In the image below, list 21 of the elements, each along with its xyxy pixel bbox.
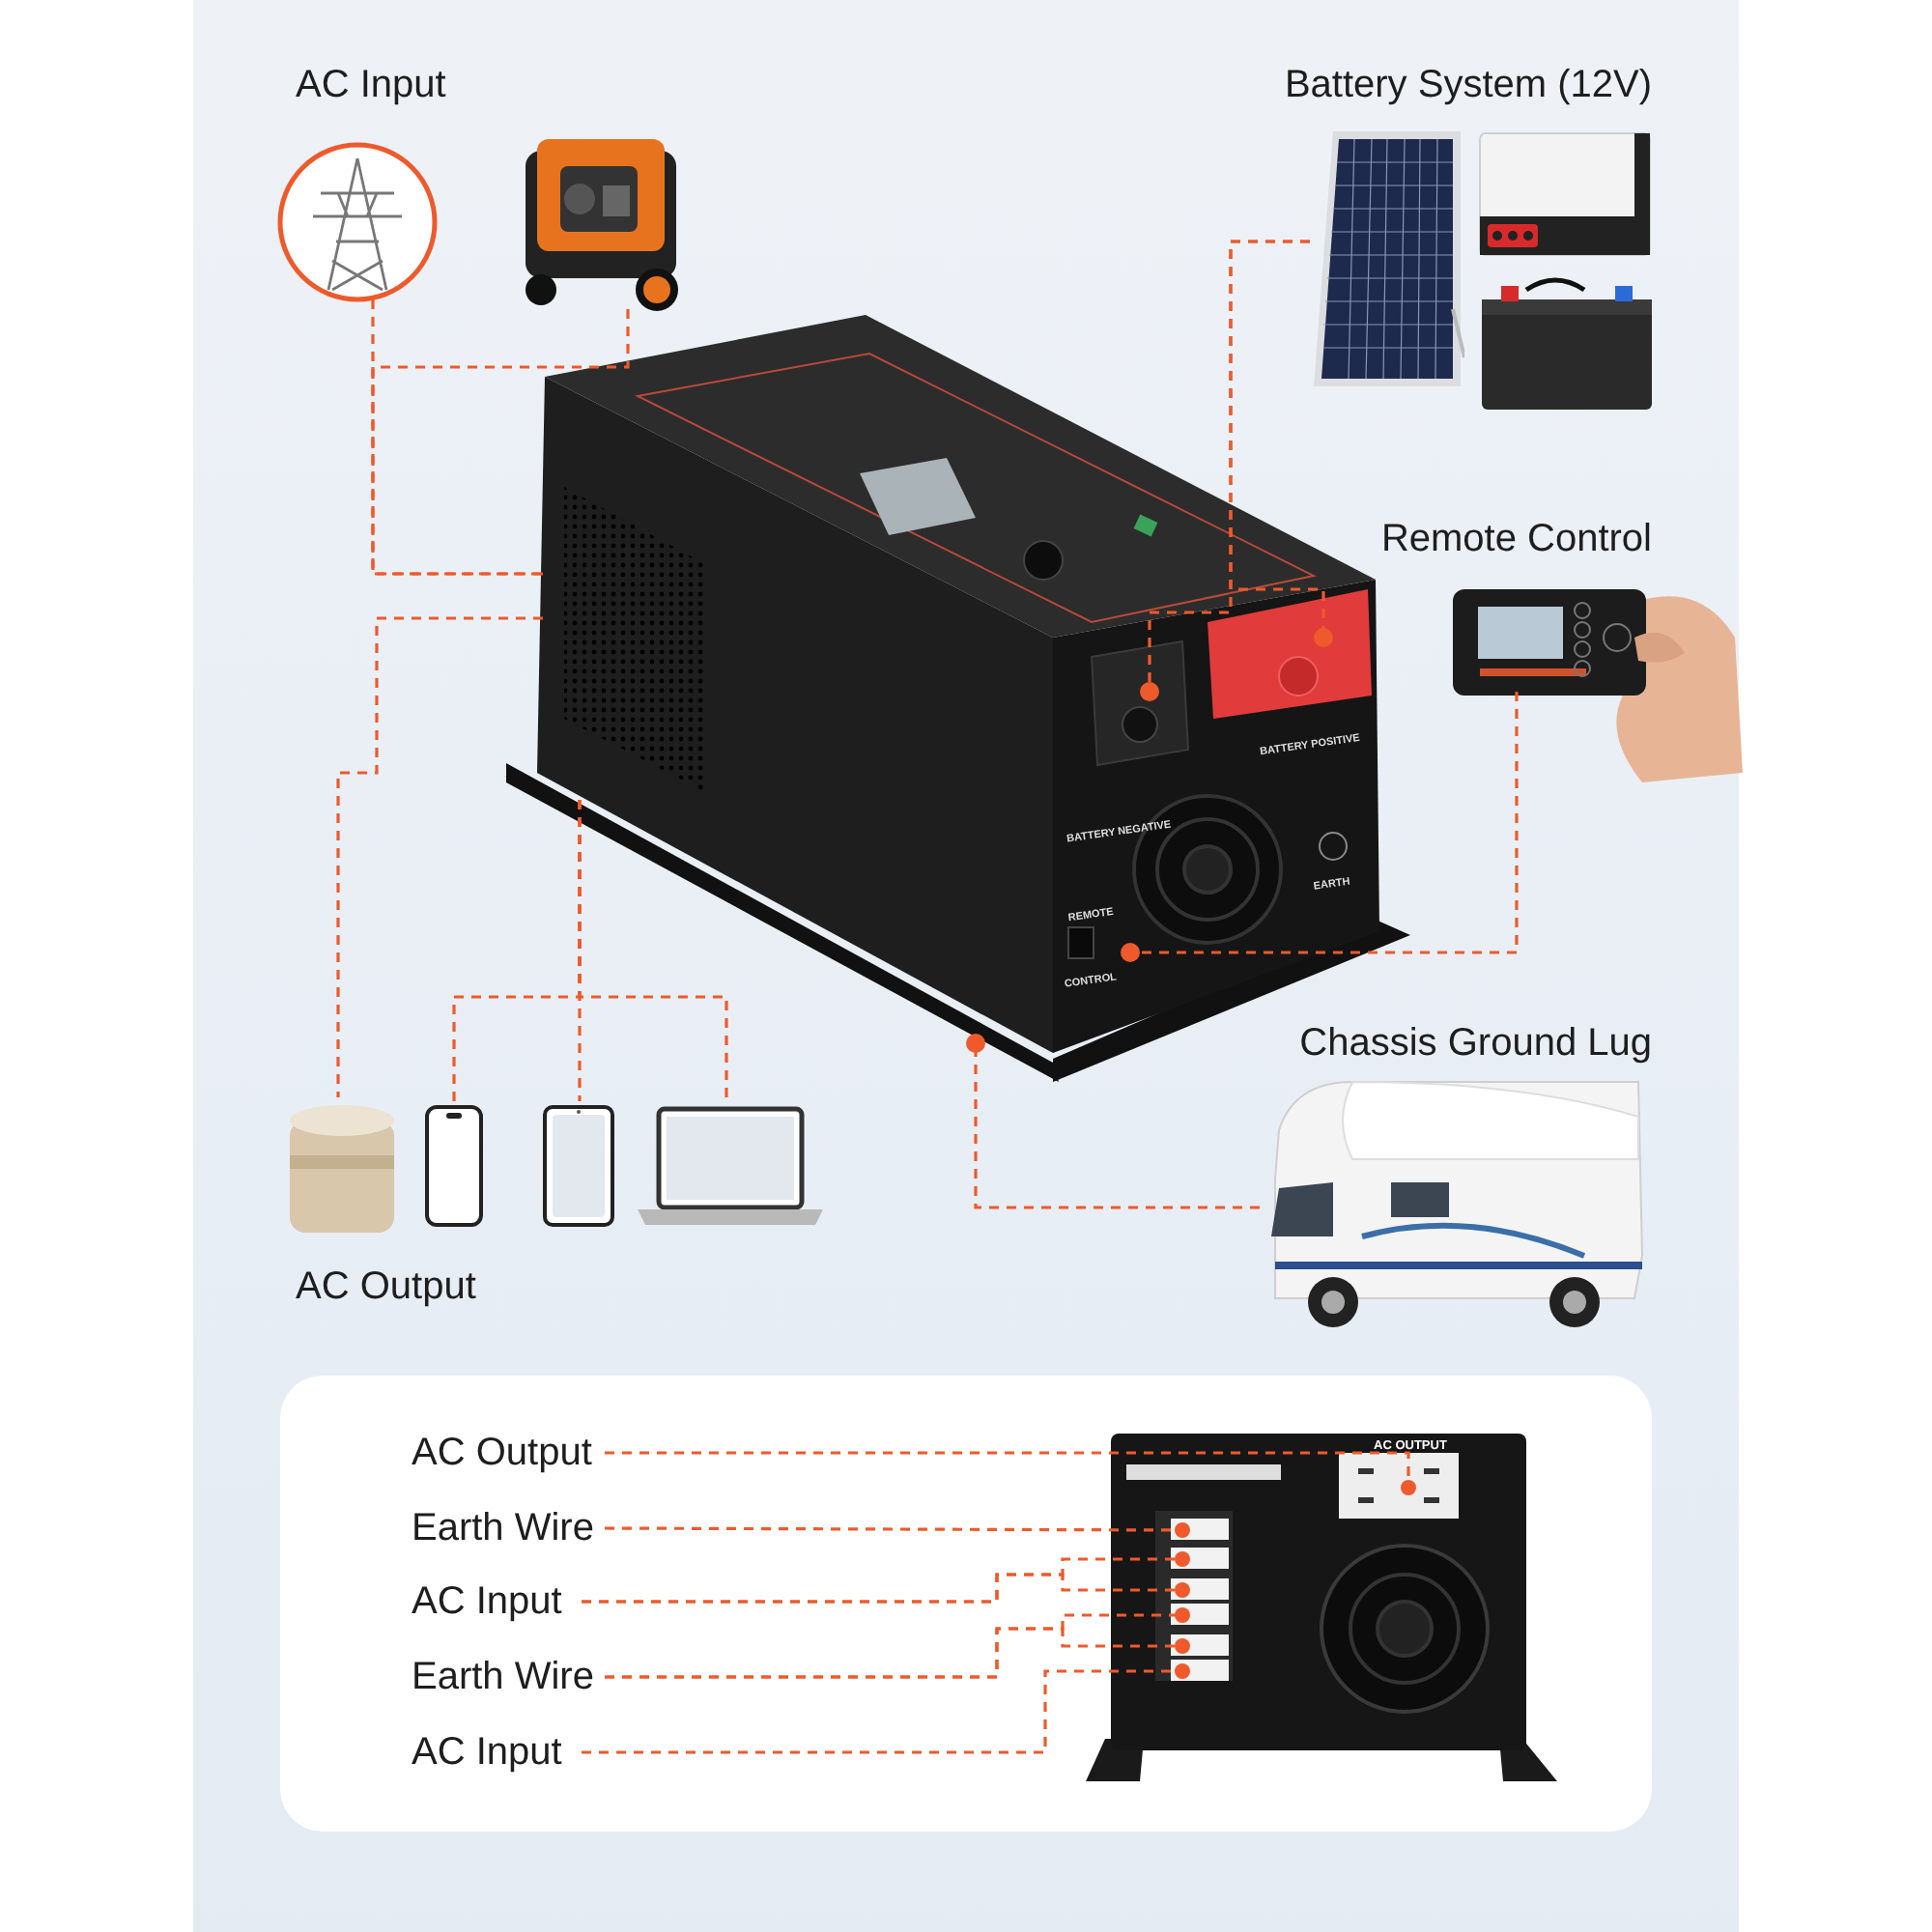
connection-line — [336, 616, 543, 1097]
solar-panel-drawing — [1310, 128, 1464, 390]
connection-line — [371, 309, 630, 576]
smartphone-icon — [421, 1101, 487, 1229]
terminal-label: AC Input — [412, 1575, 562, 1629]
battery-drawing — [1478, 276, 1656, 413]
section-heading: AC Input — [296, 64, 446, 108]
section-heading: AC Output — [296, 1265, 476, 1310]
section-heading: Remote Control — [1380, 518, 1652, 562]
section-heading: Battery System (12V) — [1284, 64, 1652, 108]
terminal-label: AC Input — [412, 1725, 562, 1779]
laptop-icon — [634, 1103, 825, 1229]
connection-line — [371, 299, 543, 576]
terminal-label: Earth Wire — [412, 1650, 594, 1704]
terminal-label: AC Output — [412, 1426, 592, 1480]
card-background — [280, 1376, 1652, 1832]
power-tower-icon — [276, 141, 439, 303]
section-heading: Chassis Ground Lug — [1299, 1022, 1652, 1066]
connection-line — [578, 800, 728, 1103]
terminal-label: Earth Wire — [412, 1501, 594, 1555]
tablet-icon — [539, 1101, 618, 1229]
